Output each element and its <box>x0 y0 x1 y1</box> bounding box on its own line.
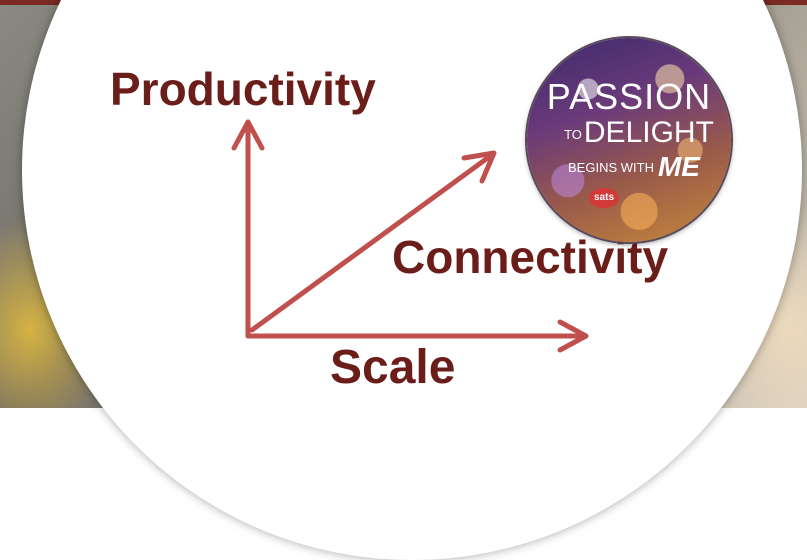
axes-arrows <box>231 119 589 353</box>
badge-line-delight: TODELIGHT <box>547 116 731 150</box>
sats-logo: sats <box>589 188 619 208</box>
badge-begins-text: BEGINS WITH <box>568 160 654 175</box>
productivity-arrow-head <box>231 119 265 151</box>
connectivity-arrow-head <box>461 150 497 184</box>
connectivity-arrow-shaft <box>249 151 496 333</box>
badge-to-text: TO <box>564 126 582 142</box>
badge-me-text: ME <box>657 151 700 182</box>
badge-delight-text: DELIGHT <box>583 116 714 149</box>
scale-arrow-head <box>557 319 589 353</box>
badge-line-passion: PASSION <box>546 76 712 117</box>
productivity-label: Productivity <box>110 63 376 115</box>
scale-label: Scale <box>330 341 456 394</box>
